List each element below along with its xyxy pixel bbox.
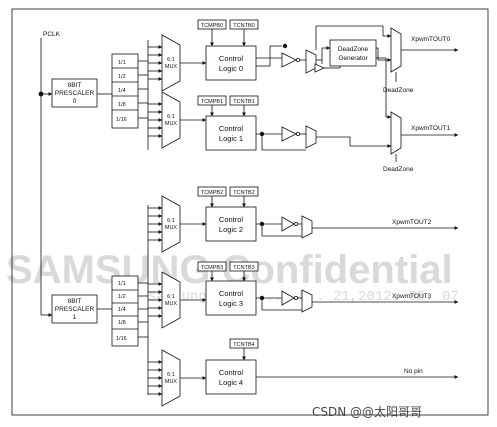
svg-text:TCNTB1: TCNTB1 (233, 99, 254, 105)
channel-0-output-path (256, 25, 392, 119)
svg-text:Logic 0: Logic 0 (219, 64, 243, 73)
svg-text:6:1: 6:1 (167, 294, 175, 300)
svg-text:8BIT: 8BIT (68, 298, 82, 305)
tcmpb-register-1: TCMPB1 (197, 95, 227, 117)
svg-text:MUX: MUX (165, 379, 178, 385)
svg-text:Control: Control (219, 215, 244, 224)
tcmpb-register-0: TCMPB0 (197, 19, 227, 47)
clock-divider-1: 1/1 1/2 1/4 1/8 1/16 (111, 275, 139, 347)
prescaler-0-block: 8BIT PRESCALER 0 (51, 78, 98, 108)
output-label-xpwmtout1: XpwmTOUT1 (411, 125, 451, 132)
svg-text:Control: Control (219, 368, 244, 377)
svg-text:1: 1 (73, 314, 77, 321)
output-label-no-pin: No pin (404, 368, 423, 375)
tcntb-register-3: TCNTB3 (229, 261, 259, 282)
tcntb-register-1: TCNTB1 (229, 95, 259, 117)
channel-1-output-path (256, 125, 392, 151)
svg-text:1/1: 1/1 (118, 60, 126, 66)
svg-text:PRESCALER: PRESCALER (55, 306, 95, 313)
output-label-xpwmtout0: XpwmTOUT0 (411, 36, 451, 43)
output-mux-1 (390, 111, 459, 162)
svg-text:TCNTB3: TCNTB3 (233, 265, 254, 271)
svg-text:6:1: 6:1 (167, 218, 175, 224)
svg-text:1/16: 1/16 (116, 336, 127, 342)
channel-2-output-path (256, 215, 459, 239)
svg-text:6:1: 6:1 (167, 114, 175, 120)
svg-text:Control: Control (219, 124, 244, 133)
csdn-credit: CSDN @@太阳哥哥 (312, 404, 422, 419)
tcntb-register-0: TCNTB0 (229, 19, 259, 47)
channel-3-output-path (256, 289, 459, 313)
svg-text:6:1: 6:1 (167, 372, 175, 378)
diagram-frame (11, 8, 489, 416)
svg-text:Logic 3: Logic 3 (219, 299, 243, 308)
svg-text:Generator: Generator (338, 55, 368, 62)
svg-text:TCNTB4: TCNTB4 (233, 342, 254, 348)
svg-text:DeadZone: DeadZone (338, 46, 369, 53)
tcntb-register-4: TCNTB4 (229, 338, 259, 361)
svg-text:Logic 4: Logic 4 (219, 378, 243, 387)
output-label-xpwmtout2: XpwmTOUT2 (392, 219, 432, 226)
svg-text:1/1: 1/1 (118, 281, 126, 287)
svg-text:Logic 1: Logic 1 (219, 134, 243, 143)
svg-text:1/2: 1/2 (118, 294, 126, 300)
svg-text:Control: Control (219, 54, 244, 63)
output-mux-0 (390, 27, 459, 82)
divider-1-bus (138, 205, 149, 395)
divider-0-bus (138, 40, 149, 150)
svg-text:MUX: MUX (165, 225, 178, 231)
tcmpb-register-3: TCMPB3 (197, 261, 227, 282)
pclk-label: PCLK (43, 31, 61, 38)
svg-text:0: 0 (73, 98, 77, 105)
svg-text:1/2: 1/2 (118, 74, 126, 80)
svg-text:MUX: MUX (165, 301, 178, 307)
svg-text:TCMPB3: TCMPB3 (201, 265, 223, 271)
output-label-xpwmtout3: XpwmTOUT3 (392, 293, 432, 300)
svg-text:PRESCALER: PRESCALER (55, 90, 95, 97)
tcmpb-register-2: TCMPB2 (197, 186, 227, 208)
svg-text:TCNTB0: TCNTB0 (233, 23, 254, 29)
svg-text:1/16: 1/16 (116, 117, 127, 123)
svg-text:MUX: MUX (165, 64, 178, 70)
svg-text:TCMPB1: TCMPB1 (201, 99, 223, 105)
svg-text:TCNTB2: TCNTB2 (233, 190, 254, 196)
svg-text:1/4: 1/4 (118, 307, 126, 313)
svg-text:8BIT: 8BIT (68, 82, 82, 89)
svg-text:1/8: 1/8 (118, 102, 126, 108)
svg-text:Control: Control (219, 289, 244, 298)
tcntb-register-2: TCNTB2 (229, 186, 259, 208)
svg-text:1/4: 1/4 (118, 88, 126, 94)
svg-text:MUX: MUX (165, 121, 178, 127)
clock-divider-0: 1/1 1/2 1/4 1/8 1/16 (111, 53, 139, 129)
deadzone-label-0: DeadZone (383, 87, 414, 94)
prescaler-1-block: 8BIT PRESCALER 1 (51, 294, 98, 324)
svg-text:1/8: 1/8 (118, 320, 126, 326)
svg-text:TCMPB0: TCMPB0 (201, 23, 223, 29)
deadzone-generator-block: DeadZone Generator (329, 39, 377, 67)
svg-text:Logic 2: Logic 2 (219, 225, 243, 234)
svg-text:6:1: 6:1 (167, 57, 175, 63)
deadzone-label-1: DeadZone (383, 166, 414, 173)
svg-text:TCMPB2: TCMPB2 (201, 190, 223, 196)
